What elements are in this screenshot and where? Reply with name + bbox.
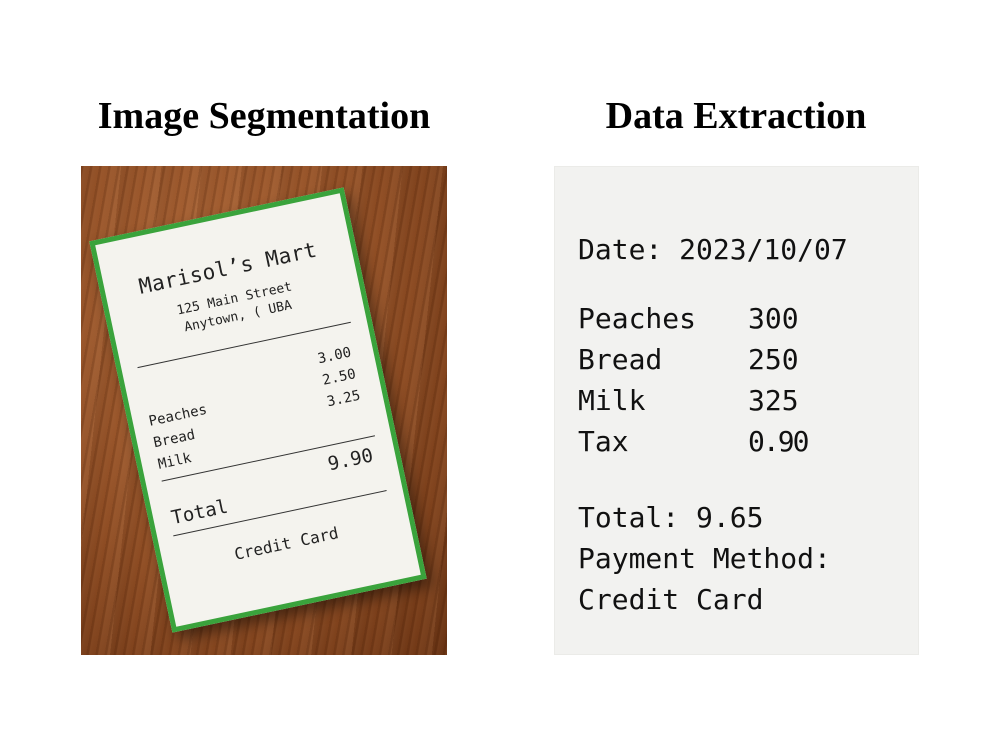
extraction-heading: Data Extraction bbox=[605, 95, 867, 137]
extracted-item-value: 300 bbox=[748, 302, 799, 335]
receipt-value: 3.00 bbox=[316, 344, 353, 368]
extracted-total: Total: 9.65 bbox=[578, 501, 764, 534]
extracted-item-label: Tax bbox=[578, 425, 629, 458]
receipt-item: Bread bbox=[152, 426, 197, 452]
extracted-item-label: Bread bbox=[578, 343, 663, 376]
receipt-item: Peaches bbox=[147, 401, 209, 430]
segmented-receipt: Marisol’s Mart 125 Main Street Anytown, … bbox=[89, 187, 427, 633]
extracted-item-value: 0.90 bbox=[748, 425, 809, 458]
extracted-item-label: Peaches bbox=[578, 302, 697, 335]
extracted-date: Date: 2023/10/07 bbox=[578, 233, 848, 266]
segmentation-heading: Image Segmentation bbox=[97, 95, 431, 137]
receipt-value: 3.25 bbox=[325, 387, 362, 411]
receipt-item: Milk bbox=[156, 450, 193, 473]
extracted-item-value: 325 bbox=[748, 384, 799, 417]
extracted-item-value: 250 bbox=[748, 343, 799, 376]
extracted-payment-value: Credit Card bbox=[578, 583, 764, 616]
extraction-panel: Date: 2023/10/07 Peaches 300 Bread 250 M… bbox=[554, 166, 919, 655]
extracted-payment-label: Payment Method: bbox=[578, 542, 831, 575]
receipt-total-value: 9.90 bbox=[325, 444, 376, 476]
receipt-photo: Marisol’s Mart 125 Main Street Anytown, … bbox=[81, 166, 447, 655]
extracted-item-label: Milk bbox=[578, 384, 646, 417]
receipt-value: 2.50 bbox=[320, 366, 358, 389]
